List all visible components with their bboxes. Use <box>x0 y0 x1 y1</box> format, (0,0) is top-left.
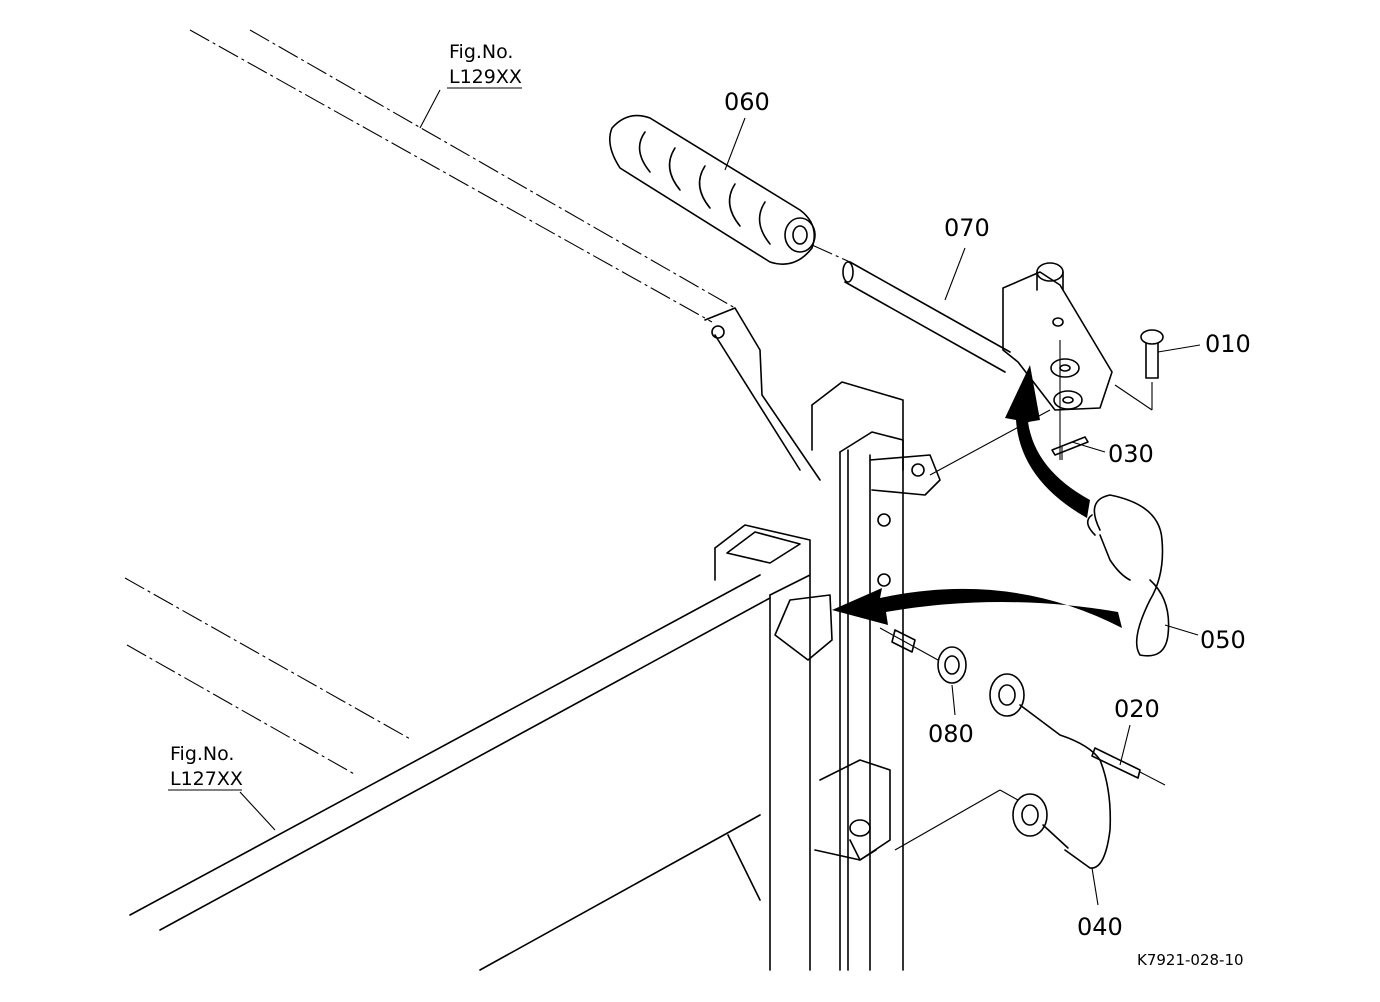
grip-060 <box>609 114 851 265</box>
fig-ref-top-line2: L129XX <box>449 66 522 88</box>
label-020: 020 <box>1114 695 1160 723</box>
fig-ref-bottom-line2: L127XX <box>170 768 243 790</box>
pin-010 <box>1114 329 1164 411</box>
upper-frame <box>124 29 821 776</box>
rear-post <box>811 381 941 971</box>
drawing-code: K7921-028-10 <box>1137 951 1244 969</box>
label-070: 070 <box>944 214 990 242</box>
fig-ref-bottom-line1: Fig.No. <box>170 743 234 765</box>
washer-cord-020 <box>989 673 1166 869</box>
label-080: 080 <box>928 720 974 748</box>
label-030: 030 <box>1108 440 1154 468</box>
label-050: 050 <box>1200 626 1246 654</box>
washer-040 <box>999 789 1069 849</box>
figure-references: Fig.No. L129XX Fig.No. L127XX <box>170 41 522 790</box>
front-post <box>129 524 833 971</box>
cotter-pin-030 <box>1051 436 1089 460</box>
handle-rod-070 <box>842 261 1113 476</box>
part-labels: 010 020 030 040 050 060 070 080 <box>724 88 1251 941</box>
label-010: 010 <box>1205 330 1251 358</box>
fig-ref-top-line1: Fig.No. <box>449 41 513 63</box>
lower-bracket <box>814 759 1001 861</box>
leader-lines <box>168 87 1201 906</box>
label-060: 060 <box>724 88 770 116</box>
label-040: 040 <box>1077 913 1123 941</box>
snap-pin-050 <box>1086 494 1170 657</box>
spacer-080 <box>879 627 967 684</box>
arrow-050-to-post <box>832 588 1122 628</box>
arrow-050-to-070 <box>1005 365 1090 518</box>
